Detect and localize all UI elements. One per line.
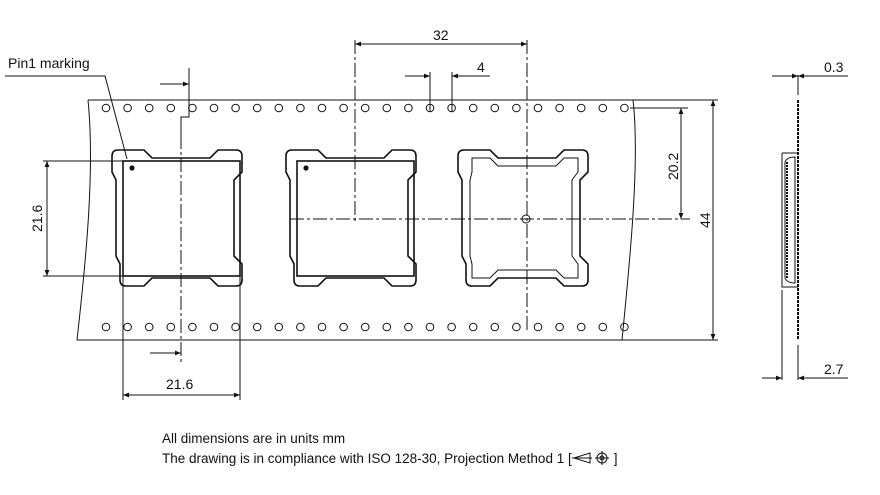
sprocket-hole bbox=[620, 103, 629, 113]
sprocket-hole bbox=[296, 103, 305, 113]
sprocket-hole bbox=[533, 103, 543, 113]
sprocket-hole bbox=[490, 322, 500, 332]
sprocket-hole bbox=[360, 322, 370, 332]
sprocket-hole bbox=[490, 103, 500, 113]
sprocket-hole bbox=[425, 322, 435, 332]
dim-pocket-width: 21.6 bbox=[166, 376, 193, 392]
sprocket-hole bbox=[123, 103, 132, 113]
sprocket-hole bbox=[533, 322, 543, 332]
first-angle-projection-icon bbox=[571, 451, 609, 465]
sprocket-holes-top bbox=[101, 103, 629, 113]
sprocket-hole bbox=[144, 103, 154, 113]
sprocket-hole bbox=[274, 322, 284, 332]
sprocket-hole bbox=[512, 103, 521, 113]
sprocket-hole bbox=[274, 103, 284, 113]
compliance-bracket: ] bbox=[613, 451, 618, 466]
sprocket-hole bbox=[598, 103, 608, 113]
compliance-note: The drawing is in compliance with ISO 12… bbox=[162, 451, 617, 466]
pin1-label: Pin1 marking bbox=[8, 55, 90, 71]
sprocket-hole bbox=[555, 322, 564, 332]
sprocket-hole bbox=[188, 103, 197, 113]
side-view: 0.3 2.7 bbox=[762, 59, 848, 381]
sprocket-hole bbox=[404, 103, 413, 113]
sprocket-hole bbox=[188, 322, 197, 332]
sprocket-hole bbox=[382, 103, 392, 113]
sprocket-hole bbox=[382, 322, 392, 332]
pin1-dot bbox=[129, 165, 135, 171]
sprocket-hole bbox=[317, 103, 327, 113]
sprocket-hole bbox=[144, 322, 154, 332]
sprocket-hole bbox=[339, 103, 348, 113]
sprocket-hole bbox=[468, 322, 478, 332]
sprocket-hole bbox=[576, 103, 586, 113]
units-note: All dimensions are in units mm bbox=[162, 431, 346, 446]
sprocket-hole bbox=[598, 322, 608, 332]
sprocket-hole bbox=[209, 103, 219, 113]
sprocket-hole bbox=[166, 103, 176, 113]
sprocket-hole bbox=[231, 322, 240, 332]
sprocket-hole bbox=[404, 322, 413, 332]
dim-pitch: 32 bbox=[433, 27, 449, 43]
sprocket-hole bbox=[252, 322, 262, 332]
sprocket-hole bbox=[209, 322, 219, 332]
sprocket-hole bbox=[576, 322, 586, 332]
sprocket-holes-bottom bbox=[101, 322, 629, 332]
sprocket-hole bbox=[252, 103, 262, 113]
dim-tape-thickness: 0.3 bbox=[824, 59, 844, 75]
carrier-tape bbox=[76, 99, 636, 341]
dim-tape-width: 44 bbox=[697, 212, 713, 228]
sprocket-hole bbox=[555, 103, 564, 113]
sprocket-hole bbox=[101, 322, 111, 332]
sprocket-hole bbox=[468, 103, 478, 113]
sprocket-hole bbox=[317, 322, 327, 332]
dim-pocket-depth: 2.7 bbox=[824, 361, 844, 377]
dim-pocket-height: 21.6 bbox=[29, 205, 45, 232]
sprocket-hole bbox=[360, 103, 370, 113]
sprocket-hole bbox=[296, 322, 305, 332]
sprocket-hole bbox=[339, 322, 348, 332]
dim-hole-pitch: 4 bbox=[477, 59, 485, 75]
pocket-3-empty bbox=[457, 149, 589, 287]
pocket-2 bbox=[285, 149, 417, 287]
sprocket-hole bbox=[101, 103, 111, 113]
compliance-text: The drawing is in compliance with ISO 12… bbox=[162, 451, 572, 466]
pocket-1 bbox=[111, 149, 243, 287]
sprocket-hole bbox=[447, 322, 456, 332]
dim-hole-to-center: 20.2 bbox=[665, 153, 681, 180]
sprocket-hole bbox=[512, 322, 521, 332]
sprocket-hole bbox=[123, 322, 132, 332]
sprocket-hole bbox=[620, 322, 629, 332]
sprocket-hole bbox=[231, 103, 240, 113]
sprocket-hole bbox=[166, 322, 176, 332]
